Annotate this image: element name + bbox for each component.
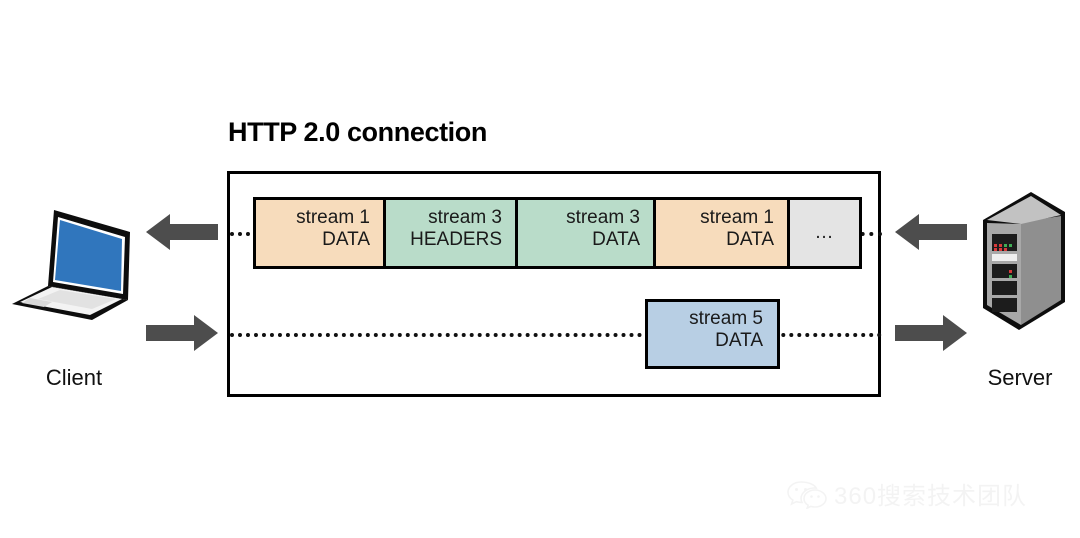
frame-stream-label: stream 5 bbox=[689, 308, 763, 329]
frame-block-ellipsis: … bbox=[790, 200, 859, 266]
frame-stream-label: stream 1 bbox=[700, 207, 774, 228]
frame-block: stream 3 DATA bbox=[518, 200, 656, 266]
frame-block: stream 1 DATA bbox=[656, 200, 790, 266]
frame-stream-label: stream 3 bbox=[566, 207, 640, 228]
arrow-right-icon bbox=[895, 315, 967, 351]
frame-strip-top-lane: stream 1 DATA stream 3 HEADERS stream 3 … bbox=[253, 197, 862, 269]
frame-type-label: DATA bbox=[322, 229, 370, 251]
frame-ellipsis-label: … bbox=[814, 221, 835, 243]
frame-block: stream 1 DATA bbox=[256, 200, 386, 266]
arrow-left-icon bbox=[895, 214, 967, 250]
server-tower-icon bbox=[983, 192, 1065, 330]
server-label: Server bbox=[987, 365, 1053, 390]
frame-type-label: DATA bbox=[592, 229, 640, 251]
frame-type-label: HEADERS bbox=[410, 229, 502, 251]
frame-block-stream5: stream 5 DATA bbox=[645, 299, 780, 369]
frame-stream-label: stream 1 bbox=[296, 207, 370, 228]
watermark: 360搜索技术团队 bbox=[786, 476, 1027, 511]
arrow-right-icon bbox=[146, 315, 218, 351]
page-title: HTTP 2.0 connection bbox=[228, 117, 487, 147]
frame-type-label: DATA bbox=[726, 229, 774, 251]
lane-line-top-right bbox=[852, 232, 882, 236]
watermark-text: 360搜索技术团队 bbox=[834, 483, 1028, 510]
laptop-icon bbox=[12, 210, 130, 320]
arrow-left-icon bbox=[146, 214, 218, 250]
frame-stream-label: stream 3 bbox=[428, 207, 502, 228]
lane-line-bottom bbox=[230, 333, 882, 337]
lane-line-top-left bbox=[230, 232, 258, 236]
frame-block: stream 3 HEADERS bbox=[386, 200, 518, 266]
frame-type-label: DATA bbox=[715, 330, 763, 352]
wechat-icon bbox=[787, 480, 827, 509]
client-label: Client bbox=[45, 365, 103, 390]
